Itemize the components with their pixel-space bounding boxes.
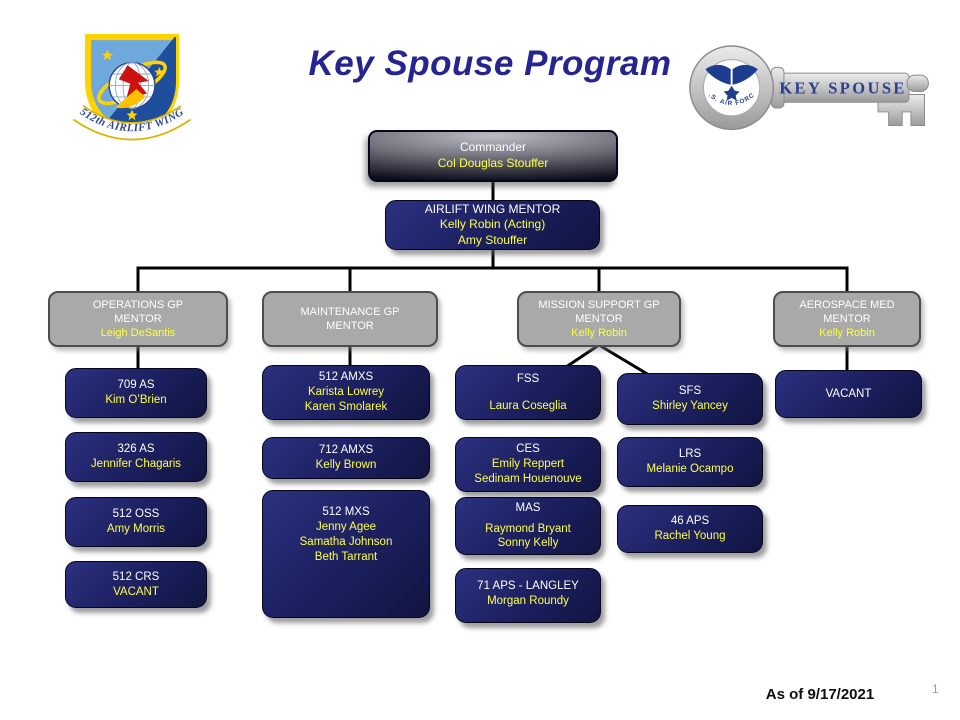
- mission-support-mentor-box: MISSION SUPPORT GP MENTOR Kelly Robin: [517, 291, 681, 347]
- wing-mentor-box: AIRLIFT WING MENTOR Kelly Robin (Acting)…: [385, 200, 600, 250]
- key-spouse-label: KEY SPOUSE: [779, 79, 907, 98]
- unit-name: 71 APS - LANGLEY: [477, 580, 579, 592]
- commander-box: Commander Col Douglas Stouffer: [368, 130, 618, 182]
- unit-box-46-aps: 46 APS Rachel Young: [617, 505, 763, 553]
- unit-name: 709 AS: [117, 379, 155, 392]
- member-name: Beth Tarrant: [314, 550, 378, 563]
- member-name: Amy Morris: [106, 523, 166, 535]
- mentor-name: Leigh DeSantis: [100, 327, 176, 340]
- wing-mentor-name: Amy Stouffer: [457, 232, 528, 247]
- member-name: Morgan Roundy: [487, 594, 569, 607]
- unit-box-712-amxs: 712 AMXS Kelly Brown: [262, 437, 430, 479]
- member-name: Jennifer Chagaris: [90, 458, 182, 470]
- air-force-symbol-icon: [705, 64, 758, 101]
- unit-box-ces: CES Emily Reppert Sedinam Houenouve: [455, 437, 601, 492]
- unit-box-71-aps: 71 APS - LANGLEY Morgan Roundy: [455, 568, 601, 623]
- mentor-title: MENTOR: [823, 312, 871, 325]
- member-name: Kelly Brown: [315, 459, 377, 471]
- unit-name: SFS: [678, 385, 702, 398]
- member-name: Raymond Bryant: [485, 522, 571, 535]
- wing-mentor-name: Kelly Robin (Acting): [439, 217, 546, 232]
- mentor-title: MENTOR: [114, 312, 162, 325]
- operations-mentor-box: OPERATIONS GP MENTOR Leigh DeSantis: [48, 291, 228, 347]
- unit-name: 326 AS: [117, 443, 155, 456]
- unit-name: MAS: [515, 501, 541, 514]
- commander-name: Col Douglas Stouffer: [437, 156, 549, 170]
- member-name: Karista Lowrey: [307, 386, 385, 399]
- wing-mentor-title: AIRLIFT WING MENTOR: [424, 201, 561, 216]
- unit-name: LRS: [678, 448, 702, 461]
- unit-box-326-as: 326 AS Jennifer Chagaris: [65, 432, 207, 482]
- unit-box-512-oss: 512 OSS Amy Morris: [65, 497, 207, 547]
- mentor-name: Kelly Robin: [571, 327, 627, 340]
- unit-name: FSS: [516, 372, 540, 385]
- member-name: Karen Smolarek: [304, 400, 388, 413]
- member-name: Emily Reppert: [491, 458, 565, 471]
- maintenance-mentor-box: MAINTENANCE GP MENTOR: [262, 291, 438, 347]
- member-name: Sonny Kelly: [497, 537, 559, 550]
- member-name: Melanie Ocampo: [646, 463, 734, 475]
- commander-title: Commander: [459, 140, 527, 155]
- unit-box-512-amxs: 512 AMXS Karista Lowrey Karen Smolarek: [262, 365, 430, 420]
- member-name: Jenny Agee: [315, 520, 377, 533]
- unit-name: 512 OSS: [112, 508, 160, 521]
- unit-name: CES: [516, 443, 540, 456]
- unit-name: 46 APS: [670, 515, 710, 528]
- unit-box-512-mxs: 512 MXS Jenny Agee Samatha Johnson Beth …: [262, 490, 430, 618]
- unit-box-mas: MAS Raymond Bryant Sonny Kelly: [455, 497, 601, 555]
- member-name: Rachel Young: [654, 530, 726, 542]
- unit-box-sfs: SFS Shirley Yancey: [617, 373, 763, 425]
- mentor-title: MENTOR: [326, 320, 374, 332]
- member-name: Laura Coseglia: [489, 399, 567, 412]
- page-number: 1: [932, 682, 939, 696]
- member-name: Samatha Johnson: [299, 535, 393, 548]
- member-name: Sedinam Houenouve: [474, 472, 582, 485]
- unit-name: VACANT: [825, 387, 872, 400]
- member-name: VACANT: [113, 585, 159, 598]
- unit-box-lrs: LRS Melanie Ocampo: [617, 437, 763, 487]
- unit-name: 712 AMXS: [318, 444, 374, 457]
- mentor-title: MAINTENANCE GP: [300, 305, 400, 318]
- unit-name: 512 CRS: [112, 570, 160, 583]
- unit-box-709-as: 709 AS Kim O’Brien: [65, 368, 207, 418]
- member-name: Shirley Yancey: [652, 400, 728, 412]
- mentor-name: Kelly Robin: [819, 327, 875, 340]
- member-name: Kim O’Brien: [105, 394, 167, 406]
- mentor-title: OPERATIONS GP: [92, 298, 184, 311]
- mentor-title: AEROSPACE MED: [799, 298, 895, 311]
- aerospace-med-mentor-box: AEROSPACE MED MENTOR Kelly Robin: [773, 291, 921, 347]
- unit-box-512-crs: 512 CRS VACANT: [65, 561, 207, 608]
- key-spouse-logo: U.S. AIR FORCE KEY SPOUSE: [688, 38, 929, 131]
- mentor-title: MISSION SUPPORT GP: [538, 298, 660, 311]
- as-of-date: As of 9/17/2021: [765, 686, 875, 703]
- unit-name: 512 MXS: [322, 506, 370, 518]
- unit-box-aerospace-vacant: VACANT: [775, 370, 922, 418]
- mentor-title: MENTOR: [575, 312, 623, 325]
- wing-badge-icon: 512th AIRLIFT WING: [66, 33, 198, 164]
- unit-box-fss: FSS Laura Coseglia: [455, 365, 601, 420]
- unit-name: 512 AMXS: [318, 371, 374, 384]
- page-title: Key Spouse Program: [308, 44, 672, 83]
